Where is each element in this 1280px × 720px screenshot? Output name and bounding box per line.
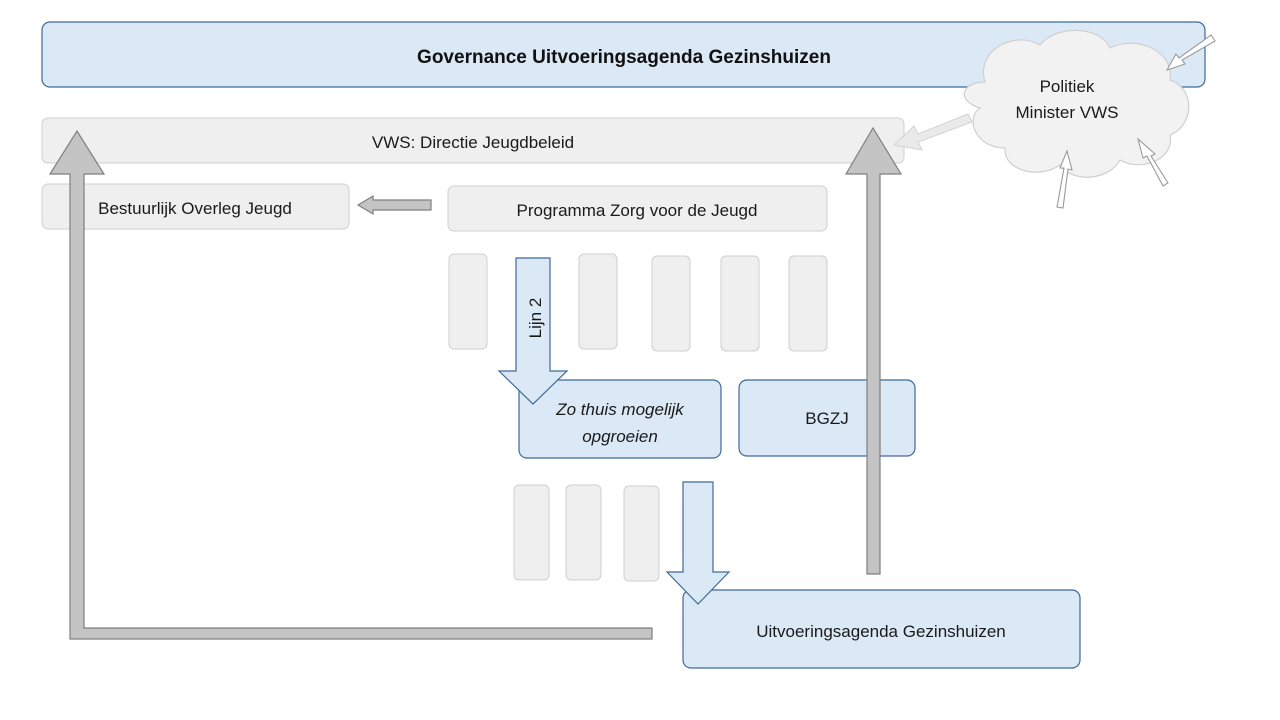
uitvoering-label: Uitvoeringsagenda Gezinshuizen <box>756 622 1006 641</box>
diagram-title: Governance Uitvoeringsagenda Gezinshuize… <box>417 47 831 68</box>
pillar-box <box>788 255 828 352</box>
arrow-uitvoering-to-vws-right <box>844 126 903 575</box>
pillar-box <box>448 253 488 350</box>
vws-label: VWS: Directie Jeugdbeleid <box>372 133 574 152</box>
programma-node: Programma Zorg voor de Jeugd <box>447 185 828 232</box>
lijn2-label: Lijn 2 <box>526 298 545 339</box>
influence-arrow-bottom-right <box>1137 137 1169 187</box>
arrow-politiek-to-vws <box>892 113 973 151</box>
politiek-cloud: Politiek Minister VWS <box>963 29 1190 178</box>
lower-pillars <box>513 484 660 582</box>
politiek-label-line2: Minister VWS <box>1016 103 1119 122</box>
arrow-programma-to-bestuurlijk <box>356 194 432 216</box>
zo-thuis-label-line1: Zo thuis mogelijk <box>555 400 685 419</box>
programma-label: Programma Zorg voor de Jeugd <box>517 201 758 220</box>
pillar-box <box>623 485 660 582</box>
title-banner: Governance Uitvoeringsagenda Gezinshuize… <box>41 21 1206 88</box>
pillar-box <box>720 255 760 352</box>
uitvoering-node: Uitvoeringsagenda Gezinshuizen <box>682 589 1081 669</box>
pillar-box <box>565 484 602 581</box>
bgzj-label: BGZJ <box>805 409 848 428</box>
bestuurlijk-label: Bestuurlijk Overleg Jeugd <box>98 199 292 218</box>
upper-pillars <box>448 253 828 352</box>
influence-arrow-top-right <box>1165 34 1216 71</box>
pillar-box <box>513 484 550 581</box>
pillar-box <box>651 255 691 352</box>
bestuurlijk-node: Bestuurlijk Overleg Jeugd <box>41 183 350 230</box>
arrow-uitvoering-to-vws-left <box>48 129 653 640</box>
arrow-down-to-uitvoering <box>665 481 731 605</box>
vws-node: VWS: Directie Jeugdbeleid <box>41 117 905 164</box>
politiek-label-line1: Politiek <box>1040 77 1095 96</box>
bgzj-node: BGZJ <box>738 379 916 457</box>
lijn2-arrow: Lijn 2 <box>497 257 569 405</box>
influence-arrow-bottom <box>1056 149 1073 209</box>
zo-thuis-label-line2: opgroeien <box>582 427 658 446</box>
zo-thuis-node: Zo thuis mogelijk opgroeien <box>518 379 722 459</box>
pillar-box <box>578 253 618 350</box>
